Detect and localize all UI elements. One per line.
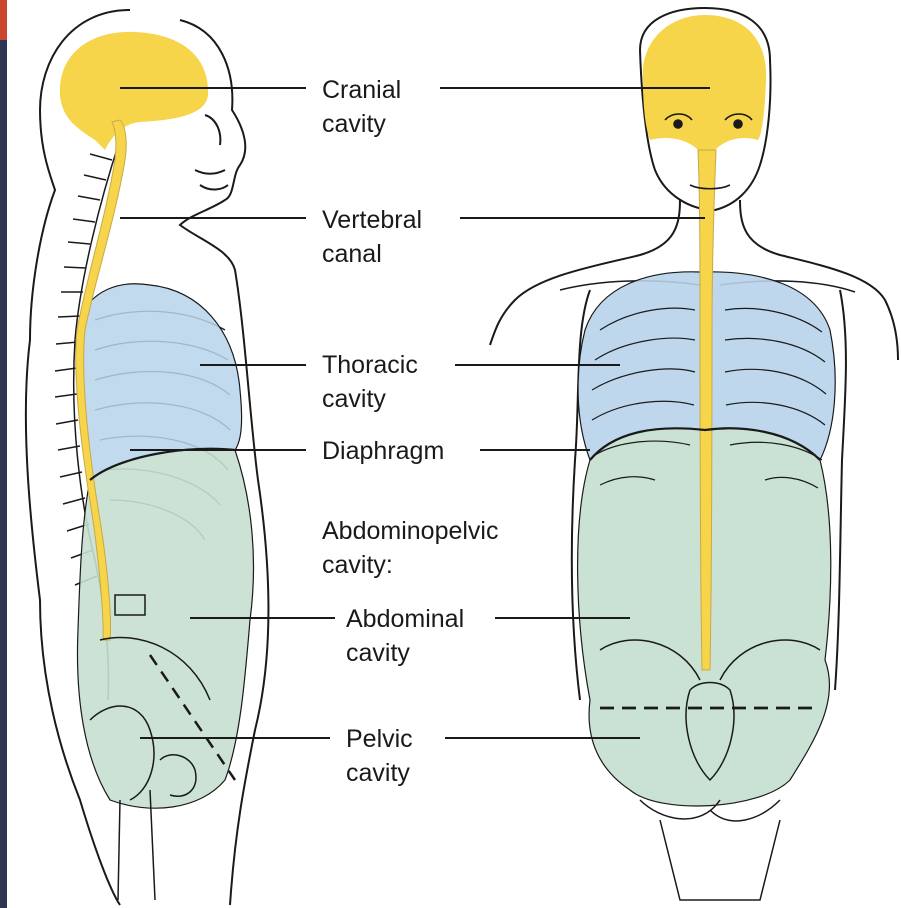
anterior-view: [490, 8, 898, 900]
label-cranial-cavity: Cranial cavity: [322, 73, 401, 141]
lateral-view: [26, 10, 269, 905]
label-diaphragm: Diaphragm: [322, 434, 444, 468]
label-vertebral-canal: Vertebral canal: [322, 203, 422, 271]
lateral-cranial-cavity: [60, 32, 208, 150]
label-abdominopelvic-cavity: Abdominopelvic cavity:: [322, 514, 499, 582]
label-thoracic-cavity: Thoracic cavity: [322, 348, 418, 416]
anterior-cranial-cavity: [643, 15, 766, 154]
label-pelvic-cavity: Pelvic cavity: [346, 722, 413, 790]
label-abdominal-cavity: Abdominal cavity: [346, 602, 464, 670]
lateral-face: [195, 115, 228, 190]
